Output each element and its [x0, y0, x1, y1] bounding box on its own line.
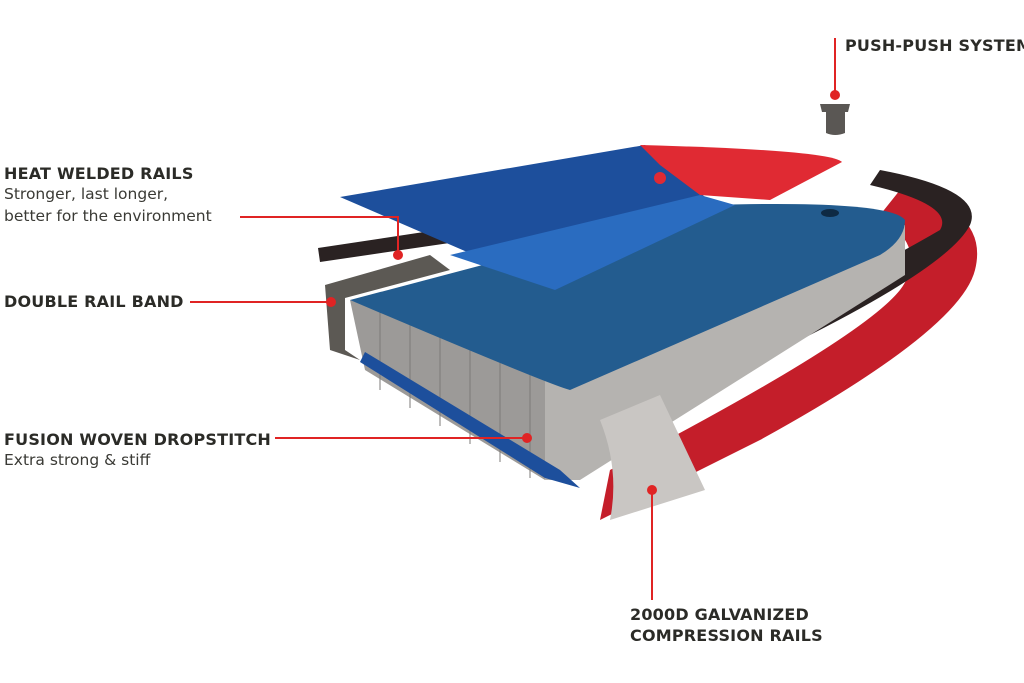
- fusion-title: FUSION WOVEN DROPSTITCH: [4, 430, 272, 449]
- compression-line2: COMPRESSION RAILS: [630, 626, 823, 645]
- bottom-layer: [360, 352, 580, 488]
- callout-dots: [326, 90, 840, 495]
- label-double-rail-band: DOUBLE RAIL BAND: [4, 292, 184, 311]
- core-top: [350, 204, 905, 390]
- heat-welded-line1: Stronger, last longer,: [4, 185, 169, 203]
- compression-rail-mesh: [600, 395, 705, 520]
- heat-welded-line2: better for the environment: [4, 207, 212, 225]
- heat-welded-title: HEAT WELDED RAILS: [4, 164, 194, 183]
- gray-rail-band: [325, 255, 450, 360]
- compression-line1: 2000D GALVANIZED: [630, 605, 809, 624]
- leader-lines: [190, 38, 836, 600]
- fusion-line1: Extra strong & stiff: [4, 451, 151, 469]
- label-push-push-system: PUSH-PUSH SYSTEM: [845, 36, 1024, 55]
- label-compression-rails: 2000D GALVANIZED COMPRESSION RAILS: [630, 604, 823, 646]
- brand-logo-icon: [654, 172, 666, 184]
- label-fusion-dropstitch: FUSION WOVEN DROPSTITCH Extra strong & s…: [4, 430, 271, 471]
- deck-sheet-light: [450, 195, 735, 290]
- valve-hole: [821, 209, 839, 217]
- push-push-valve: [820, 104, 850, 135]
- label-heat-welded-rails: HEAT WELDED RAILS Stronger, last longer,…: [4, 164, 212, 227]
- outer-red-rail: [600, 190, 978, 520]
- deck-red-section: [640, 145, 842, 200]
